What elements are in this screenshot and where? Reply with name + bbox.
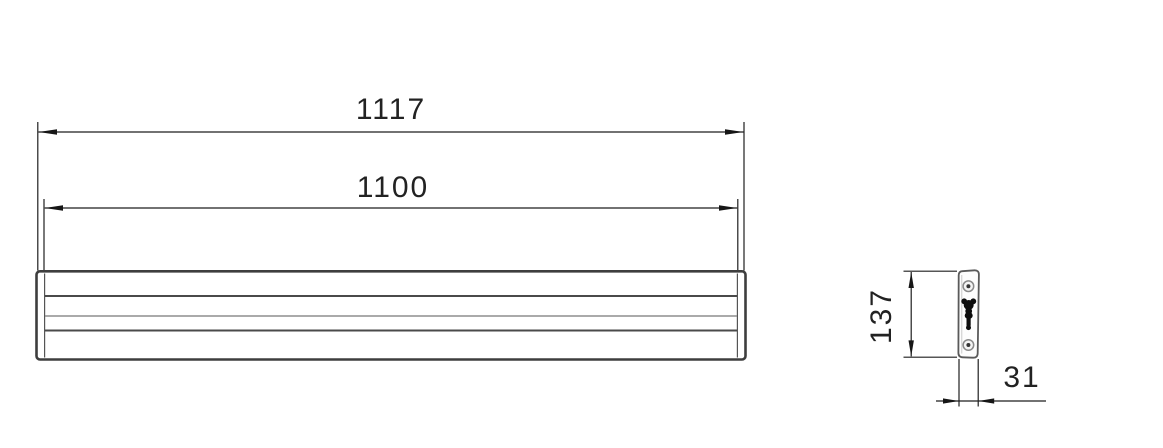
dim-overall-length-linework: [37, 122, 745, 271]
dim-inner-length-label: 1100: [356, 171, 430, 204]
dim-height-label: 137: [865, 287, 898, 345]
dim-depth-linework: [936, 359, 1046, 407]
arrowhead-right: [725, 129, 744, 135]
front-view-profile: [35, 269, 747, 361]
arrowhead-inward-right: [978, 398, 995, 404]
arrowhead-right: [719, 205, 738, 211]
keyhole-bracket-icon: [961, 298, 977, 331]
arrowhead-bottom: [908, 340, 914, 357]
dim-depth-label: 31: [1003, 361, 1041, 394]
dim-inner-length-linework: [43, 199, 739, 271]
arrowhead-inward-left: [943, 398, 959, 404]
dim-height-linework: [903, 270, 957, 358]
arrowhead-left: [44, 205, 63, 211]
arrowhead-top: [908, 272, 914, 288]
screw-hole-bottom-icon: [962, 338, 975, 352]
dim-overall-length-label: 1117: [355, 93, 427, 126]
screw-hole-top-icon: [962, 280, 975, 293]
arrowhead-left: [38, 129, 57, 135]
